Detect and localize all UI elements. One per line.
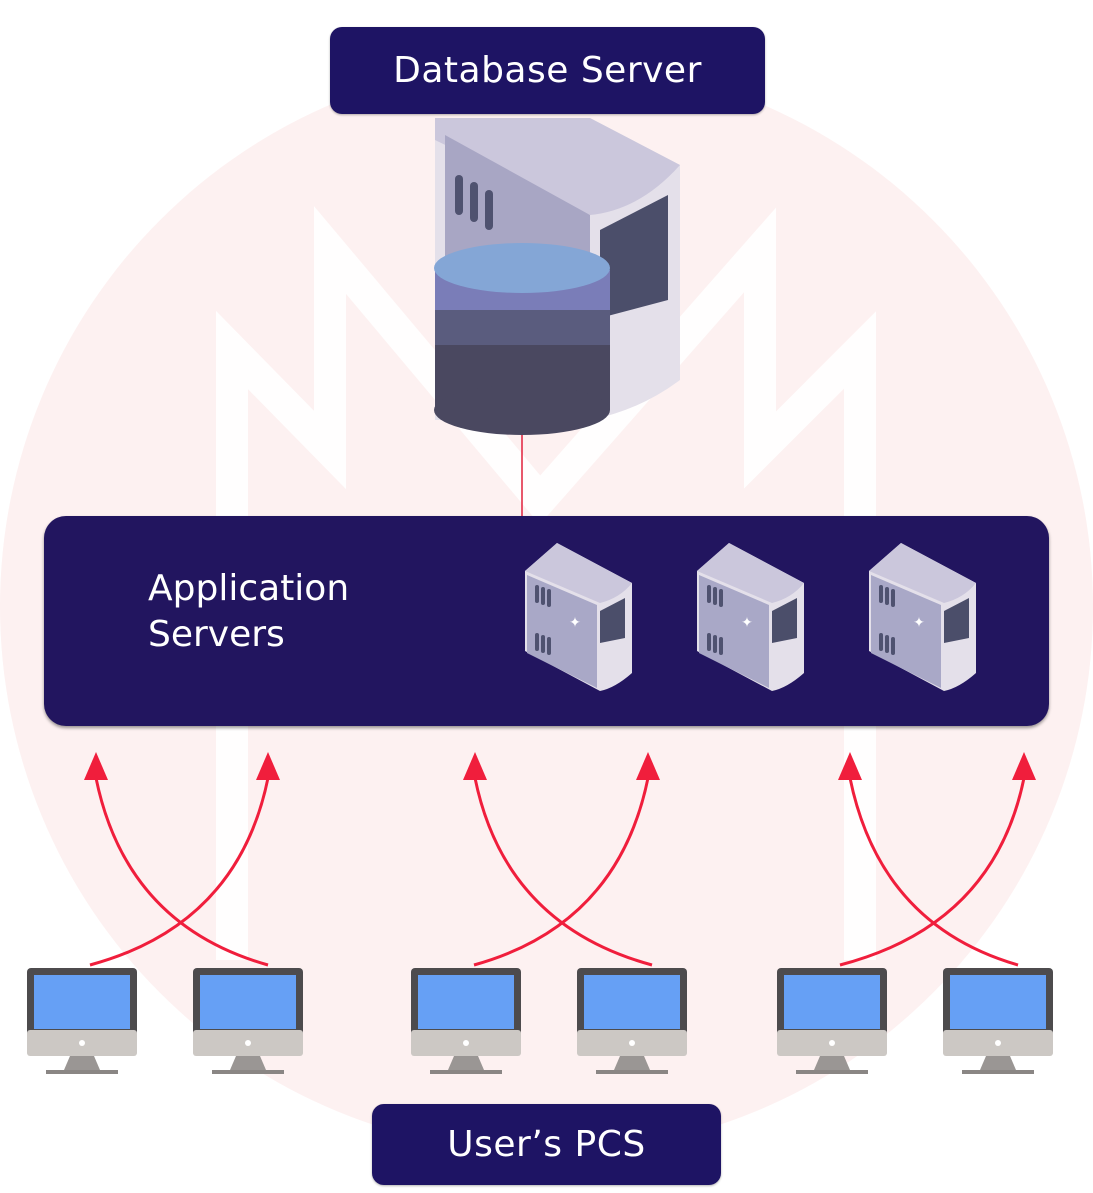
request-arrow [473, 752, 660, 967]
sparkle-icon: ✦ [741, 615, 753, 631]
sparkle-icon: ✦ [569, 615, 581, 631]
server-tower-icon: ✦ [525, 543, 632, 691]
database-server-label: Database Server [330, 27, 765, 114]
database-server-label-text: Database Server [393, 50, 702, 91]
server-tower-icon: ✦ [869, 543, 976, 691]
sparkle-icon: ✦ [913, 615, 925, 631]
request-arrow [463, 752, 653, 967]
desktop-monitor-icon [577, 968, 687, 1074]
application-servers-label: Application Servers [148, 566, 349, 658]
desktop-monitor-icon [193, 968, 303, 1074]
desktop-monitor-icon [777, 968, 887, 1074]
request-arrow [839, 752, 1036, 967]
app-label-line2: Servers [148, 614, 285, 655]
server-tower-icon: ✦ [697, 543, 804, 691]
desktop-monitor-icon [411, 968, 521, 1074]
users-pcs-label: User’s PCS [372, 1104, 721, 1185]
request-arrow [89, 752, 280, 967]
request-arrow [838, 752, 1019, 967]
desktop-monitor-icon [943, 968, 1053, 1074]
desktop-monitor-icon [27, 968, 137, 1074]
request-arrow [84, 752, 269, 967]
app-label-line1: Application [148, 568, 350, 609]
users-pcs-label-text: User’s PCS [447, 1124, 646, 1165]
